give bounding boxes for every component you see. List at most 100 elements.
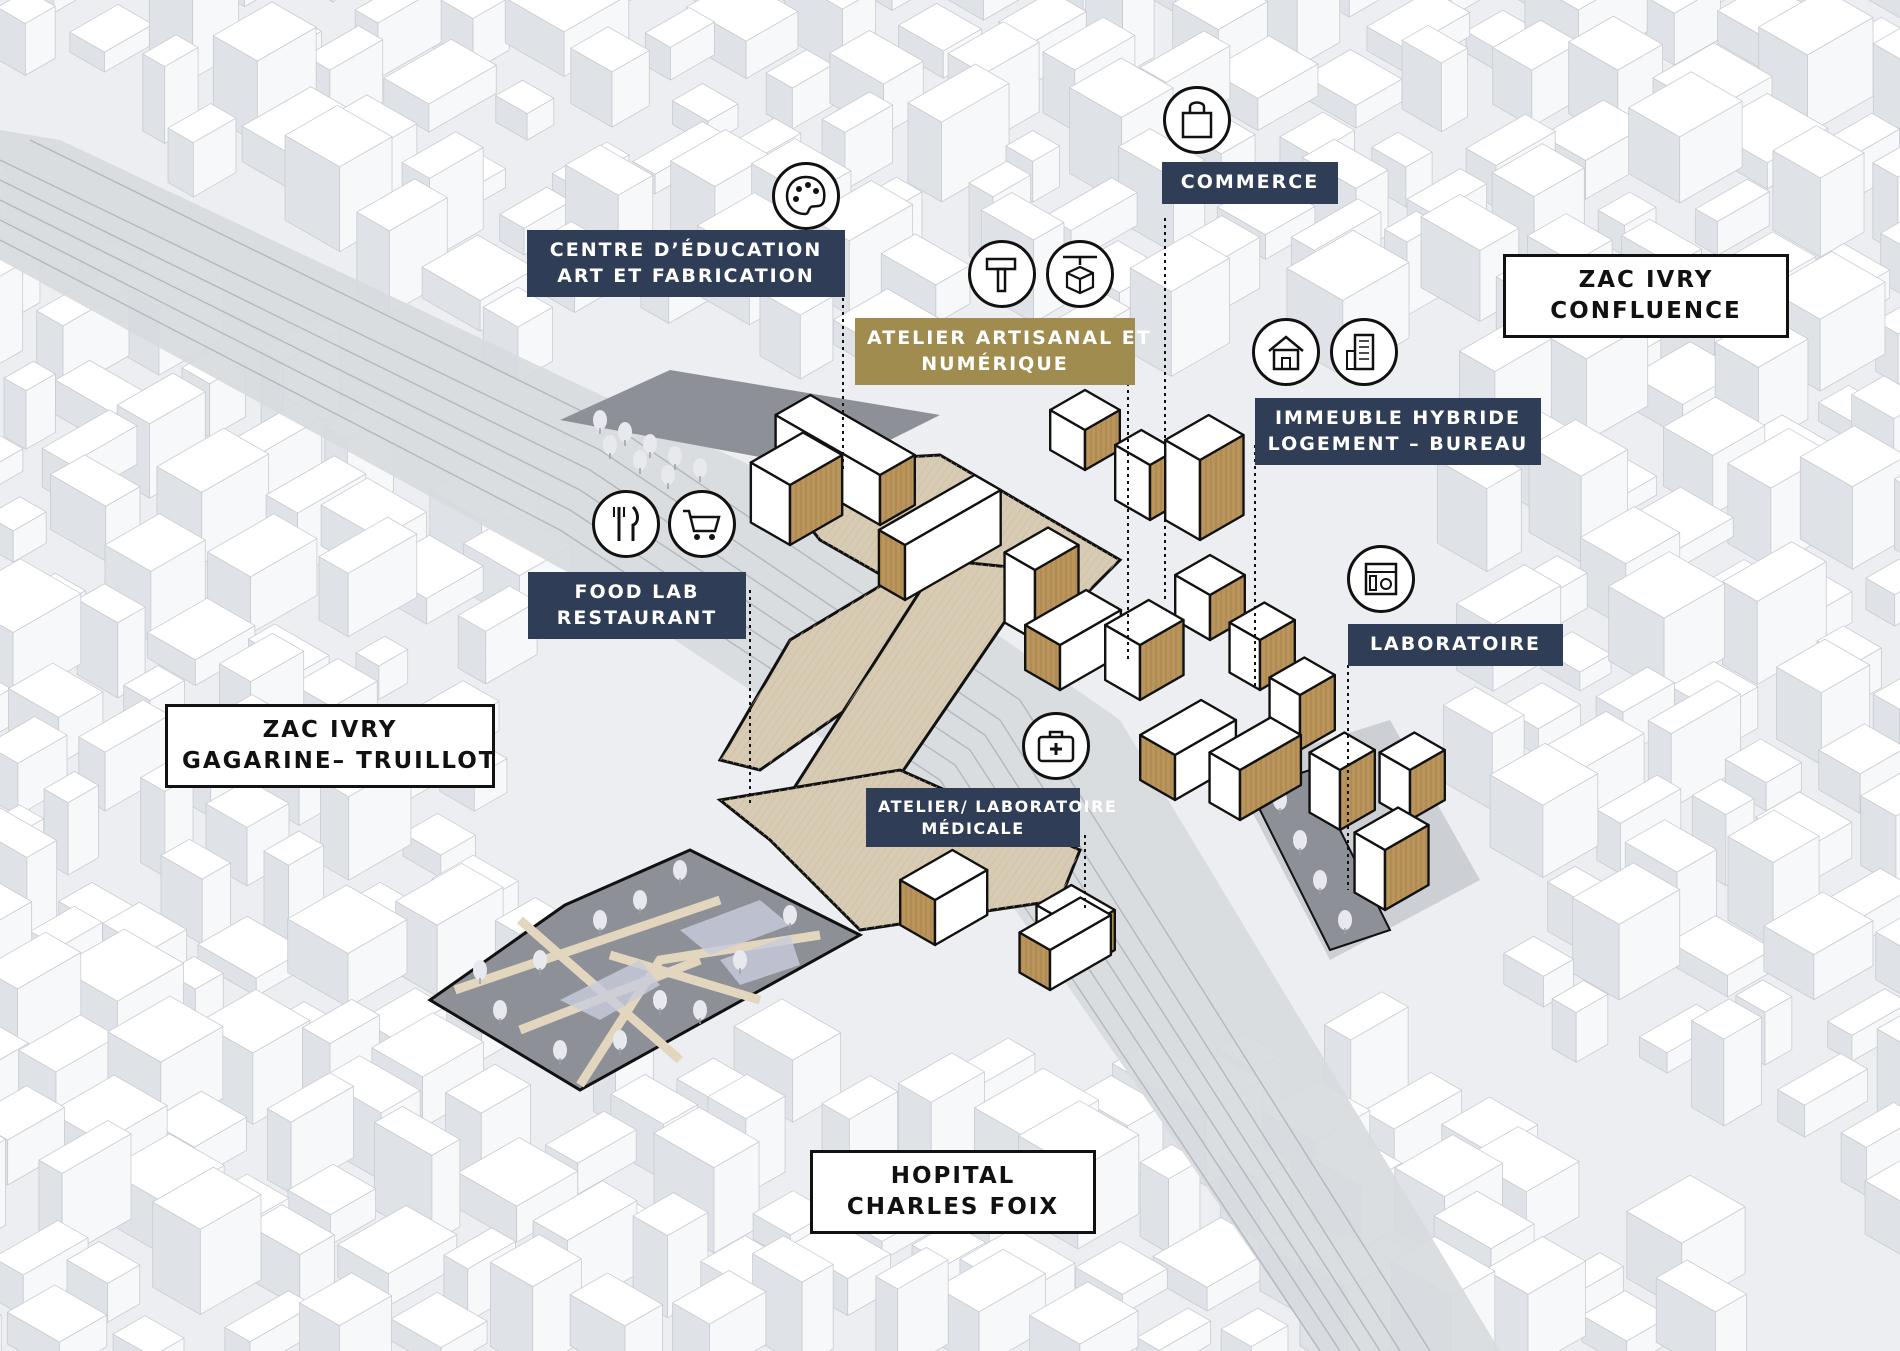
city-building [875, 1246, 949, 1351]
city-building [947, 0, 1020, 21]
project-building [749, 431, 844, 547]
city-building [1865, 558, 1900, 627]
city-building [0, 435, 24, 485]
hammer-icon [968, 240, 1036, 308]
label-immeuble-hybride: IMMEUBLE HYBRIDE LOGEMENT – BUREAU [1255, 398, 1541, 466]
railway-corridor [0, 130, 1500, 1351]
city-building [328, 0, 338, 3]
project-building [1018, 896, 1113, 992]
label-line: MÉDICALE [921, 818, 1025, 838]
machine-box-icon [1046, 240, 1114, 308]
city-building [1772, 125, 1865, 258]
city-building [1827, 988, 1900, 1062]
city-building [1695, 178, 1770, 256]
city-building [402, 813, 476, 879]
label-line: CONFLUENCE [1550, 298, 1742, 325]
city-building [38, 1120, 132, 1259]
project-building [1378, 731, 1447, 822]
city-building [1139, 1144, 1201, 1254]
project-building [1173, 553, 1247, 642]
city-building [1691, 998, 1762, 1127]
label-atelier-medicale: ATELIER/ LABORATOIRE MÉDICALE [866, 788, 1116, 848]
city-building [0, 0, 56, 76]
office-tower-icon [1330, 318, 1398, 386]
label-line: ATELIER ARTISANAL ET [867, 327, 1152, 349]
city-building [267, 1072, 354, 1194]
label-line: FOOD LAB [574, 581, 700, 603]
city-building [383, 38, 497, 133]
city-building [1763, 891, 1874, 1001]
label-line: LABORATOIRE [1369, 633, 1542, 655]
city-building [1220, 1307, 1289, 1351]
city-building [1799, 425, 1900, 570]
city-building [457, 585, 538, 685]
city-building [1894, 475, 1900, 553]
label-zac-gagarine: ZAC IVRY GAGARINE– TRUILLOT [165, 704, 497, 789]
project-building [1103, 598, 1185, 702]
city-building [299, 1272, 392, 1351]
label-line: IMMEUBLE HYBRIDE [1274, 407, 1522, 429]
label-line: ZAC IVRY [262, 717, 398, 743]
city-building [1868, 0, 1900, 19]
label-atelier-artisanal: ATELIER ARTISANAL ET NUMÉRIQUE [855, 318, 1152, 386]
bridge-hatch [780, 560, 1040, 810]
city-building [1401, 24, 1468, 133]
city-building [147, 597, 256, 686]
city-building [0, 1135, 6, 1229]
city-building [287, 1163, 377, 1246]
label-line: CHARLES FOIX [846, 1194, 1060, 1221]
label-food-lab: FOOD LAB RESTAURANT [528, 572, 746, 640]
medical-kit-icon [1022, 712, 1090, 780]
city-building [1875, 917, 1900, 995]
project-building [1308, 731, 1377, 832]
project-building [1268, 656, 1337, 752]
city-building [390, 1292, 488, 1351]
city-building [570, 26, 650, 128]
city-building [167, 103, 237, 198]
city-building [1572, 862, 1681, 1001]
label-line: ART ET FABRICATION [557, 264, 815, 287]
shopping-cart-icon [668, 490, 736, 558]
city-building [1029, 1281, 1139, 1351]
city-building [880, 233, 971, 324]
project-building [1163, 413, 1245, 542]
city-building [495, 79, 555, 141]
city-building [1136, 1307, 1211, 1351]
city-building [644, 7, 715, 81]
project-building [899, 848, 989, 947]
cutlery-icon [592, 490, 660, 558]
city-building [490, 1233, 582, 1351]
label-line: HOPITAL [890, 1163, 1016, 1189]
label-line: GAGARINE– TRUILLOT [182, 748, 497, 775]
city-building [232, 0, 257, 8]
city-building [6, 1284, 108, 1351]
city-building [1489, 742, 1599, 878]
city-building [374, 1105, 461, 1244]
city-building [0, 558, 82, 704]
city-building [224, 1290, 315, 1351]
city-building [1129, 234, 1230, 377]
palette-icon [772, 162, 840, 230]
project-building [877, 473, 1002, 602]
city-building [1655, 1259, 1747, 1351]
city-building [1503, 935, 1574, 1008]
label-laboratoire: LABORATOIRE [1348, 624, 1563, 666]
label-line: ZAC IVRY [1578, 267, 1714, 293]
city-building [1551, 980, 1609, 1063]
label-zac-confluence: ZAC IVRY CONFLUENCE [1503, 254, 1789, 339]
lab-equipment-icon [1347, 545, 1415, 613]
project-building [1353, 806, 1430, 912]
label-commerce: COMMERCE [1162, 162, 1338, 204]
city-building [43, 771, 99, 876]
city-building [1628, 71, 1743, 204]
city-building [569, 1272, 663, 1351]
city-building [765, 49, 834, 130]
city-building [287, 884, 408, 1008]
label-line: COMMERCE [1180, 171, 1320, 193]
city-building [1864, 1160, 1900, 1255]
label-centre-education: CENTRE D’ÉDUCATION ART ET FABRICATION [527, 230, 845, 298]
project-building [1208, 716, 1303, 822]
city-building [672, 1270, 767, 1351]
